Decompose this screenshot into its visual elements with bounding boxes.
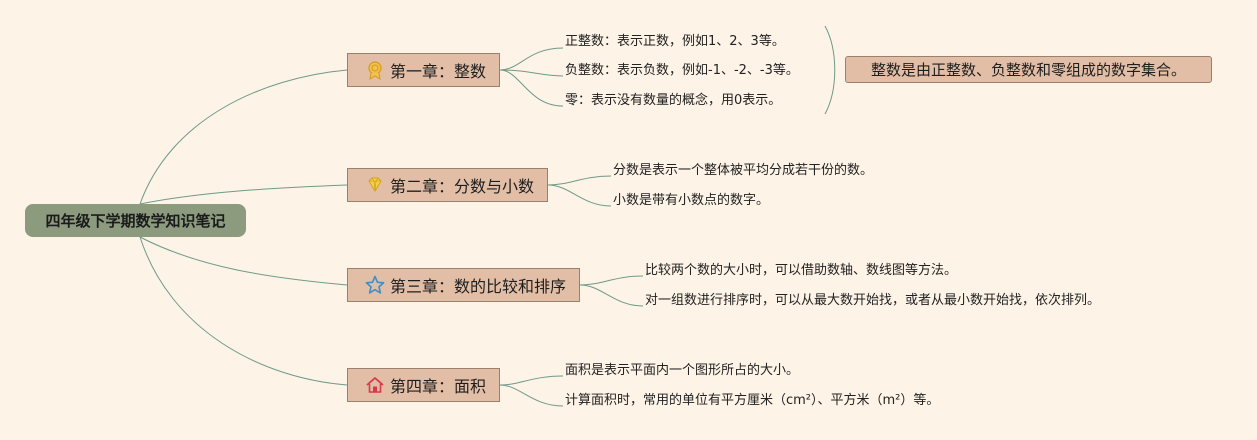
chapter-title: 第二章：分数与小数 bbox=[390, 177, 535, 196]
chapter-3-topic[interactable]: 第三章：数的比较和排序 bbox=[347, 268, 580, 302]
diamond-icon bbox=[364, 174, 386, 196]
root-topic[interactable]: 四年级下学期数学知识笔记 bbox=[25, 204, 246, 237]
chapter-title: 第三章：数的比较和排序 bbox=[390, 277, 567, 296]
house-icon bbox=[364, 374, 386, 396]
chapter-1-topic[interactable]: 第一章：整数 bbox=[347, 53, 500, 87]
leaf-item[interactable]: 对一组数进行排序时，可以从最大数开始找，或者从最小数开始找，依次排列。 bbox=[645, 293, 1101, 308]
leaf-item[interactable]: 负整数：表示负数，例如-1、-2、-3等。 bbox=[565, 63, 799, 78]
root-label: 四年级下学期数学知识笔记 bbox=[45, 212, 226, 230]
chapter-2-topic[interactable]: 第二章：分数与小数 bbox=[347, 168, 548, 202]
summary-label: 整数是由正整数、负整数和零组成的数字集合。 bbox=[870, 61, 1186, 79]
leaf-item[interactable]: 零：表示没有数量的概念，用0表示。 bbox=[565, 93, 782, 108]
chapter-4-topic[interactable]: 第四章：面积 bbox=[347, 368, 500, 402]
summary-topic[interactable]: 整数是由正整数、负整数和零组成的数字集合。 bbox=[845, 56, 1212, 83]
chapter-title: 第四章：面积 bbox=[390, 377, 487, 396]
leaf-item[interactable]: 小数是带有小数点的数字。 bbox=[613, 193, 770, 208]
leaf-item[interactable]: 分数是表示一个整体被平均分成若干份的数。 bbox=[613, 163, 874, 178]
leaf-item[interactable]: 计算面积时，常用的单位有平方厘米（cm²）、平方米（m²）等。 bbox=[565, 393, 940, 408]
leaf-item[interactable]: 比较两个数的大小时，可以借助数轴、数线图等方法。 bbox=[645, 263, 958, 278]
star-icon bbox=[364, 274, 386, 296]
chapter-title: 第一章：整数 bbox=[390, 62, 487, 81]
medal-icon bbox=[364, 59, 386, 81]
leaf-item[interactable]: 正整数：表示正数，例如1、2、3等。 bbox=[565, 34, 785, 49]
leaf-item[interactable]: 面积是表示平面内一个图形所占的大小。 bbox=[565, 363, 800, 378]
